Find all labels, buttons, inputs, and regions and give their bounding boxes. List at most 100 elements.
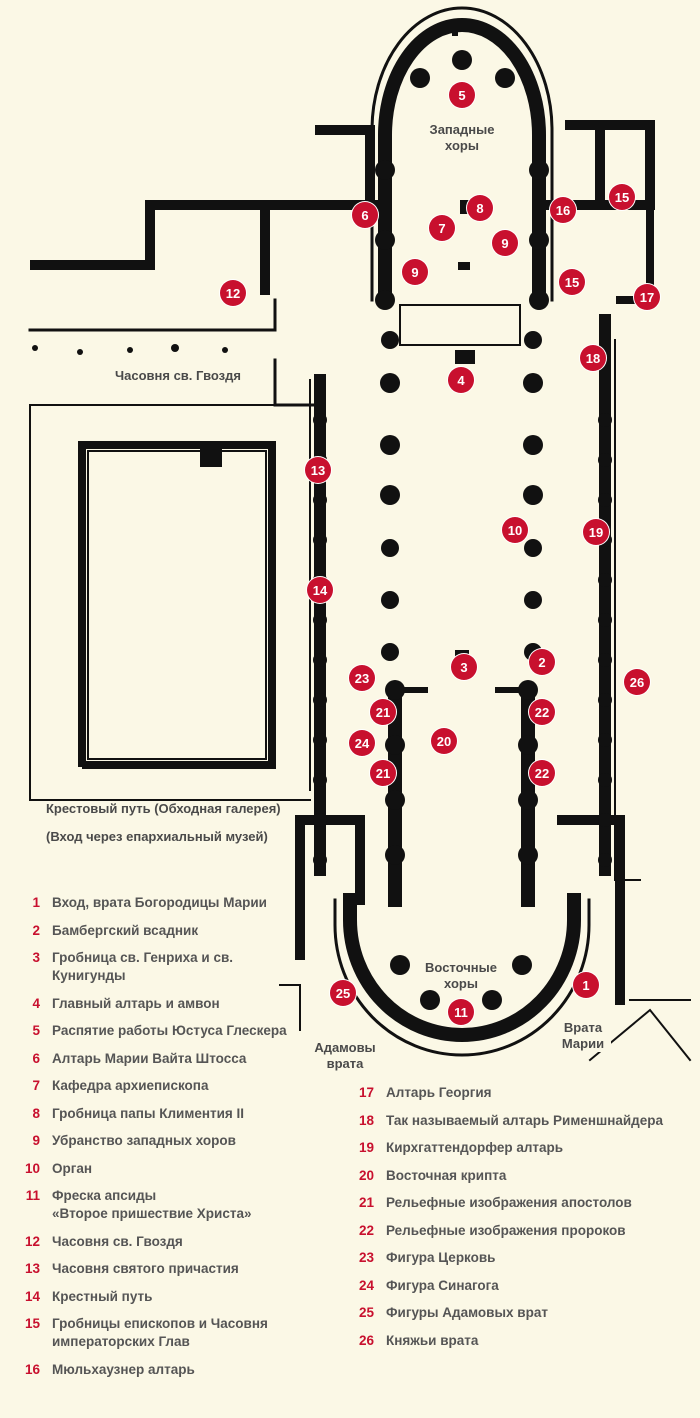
map-marker-18[interactable]: 18: [580, 345, 606, 371]
map-marker-7[interactable]: 7: [429, 215, 455, 241]
legend-number: 17: [358, 1085, 374, 1100]
legend-number: 1: [32, 895, 40, 910]
pillar: [524, 331, 542, 349]
legend-number: 22: [358, 1222, 374, 1238]
map-label-adam-gate: Адамовы врата: [312, 1040, 378, 1072]
pillar: [598, 613, 612, 627]
legend-text: Княжьи врата: [386, 1332, 479, 1348]
map-marker-22[interactable]: 22: [529, 699, 555, 725]
map-marker-10[interactable]: 10: [502, 517, 528, 543]
map-marker-9[interactable]: 9: [402, 259, 428, 285]
pillar: [482, 990, 502, 1010]
pillar: [518, 735, 538, 755]
map-marker-2[interactable]: 2: [529, 649, 555, 675]
map-marker-22[interactable]: 22: [529, 760, 555, 786]
map-marker-5[interactable]: 5: [449, 82, 475, 108]
pillar: [313, 693, 327, 707]
legend-number: 6: [32, 1050, 40, 1066]
map-marker-11[interactable]: 11: [448, 999, 474, 1025]
legend-number: 8: [32, 1105, 40, 1121]
legend-number: 9: [32, 1133, 40, 1148]
pillar: [523, 485, 543, 505]
pillar: [313, 773, 327, 787]
legend-text: Гробница св. Генриха и св. Кунигунды: [52, 950, 234, 983]
legend-number: 19: [358, 1140, 374, 1155]
pillar: [598, 453, 612, 467]
pillar: [313, 413, 327, 427]
pillar: [420, 990, 440, 1010]
pillar: [313, 813, 327, 827]
map-marker-14[interactable]: 14: [307, 577, 333, 603]
map-marker-3[interactable]: 3: [451, 654, 477, 680]
legend-item: 8 Гробница папы Климентия II: [12, 1105, 332, 1123]
legend-number: 10: [24, 1160, 40, 1176]
map-label-west-choir: Западные хоры: [420, 122, 504, 154]
map-marker-23[interactable]: 23: [349, 665, 375, 691]
map-marker-15[interactable]: 15: [559, 269, 585, 295]
pillar: [523, 435, 543, 455]
pillar: [518, 790, 538, 810]
map-label-east-choir: Восточные хоры: [425, 960, 497, 991]
legend-text: Гробница папы Климентия II: [52, 1105, 245, 1121]
map-marker-16[interactable]: 16: [550, 197, 576, 223]
map-marker-12[interactable]: 12: [220, 280, 246, 306]
map-label-cloister: Крестовый путь (Обходная галерея): [46, 801, 281, 817]
legend-text: Фигура Церковь: [386, 1250, 496, 1265]
legend-number: 7: [32, 1078, 40, 1093]
pillar: [518, 845, 538, 865]
pillar: [598, 693, 612, 707]
legend-text: Убранство западных хоров: [52, 1133, 236, 1148]
legend-text: Рельефные изображения апостолов: [386, 1195, 632, 1210]
pillar: [529, 230, 549, 250]
legend-item: 3 Гробница св. Генриха и св. Кунигунды: [12, 949, 332, 985]
pillar: [598, 573, 612, 587]
map-marker-20[interactable]: 20: [431, 728, 457, 754]
pillar: [313, 853, 327, 867]
legend-number: 5: [32, 1023, 40, 1038]
map-marker-25[interactable]: 25: [330, 980, 356, 1006]
map-marker-15[interactable]: 15: [609, 184, 635, 210]
legend-text: Мюльхаузнер алтарь: [52, 1361, 195, 1377]
pillar: [381, 643, 399, 661]
pillar: [410, 68, 430, 88]
pillar: [529, 290, 549, 310]
pillar: [598, 853, 612, 867]
map-marker-26[interactable]: 26: [624, 669, 650, 695]
legend-number: 25: [358, 1305, 374, 1320]
legend-number: 3: [32, 950, 40, 965]
map-marker-19[interactable]: 19: [583, 519, 609, 545]
map-marker-4[interactable]: 4: [448, 367, 474, 393]
map-marker-17[interactable]: 17: [634, 284, 660, 310]
legend-item: 23 Фигура Церковь: [346, 1249, 700, 1267]
map-marker-21[interactable]: 21: [370, 699, 396, 725]
legend-text: Вход, врата Богородицы Марии: [52, 895, 267, 910]
pillar: [381, 331, 399, 349]
pillar: [385, 680, 405, 700]
map-marker-13[interactable]: 13: [305, 457, 331, 483]
legend-text: Часовня святого причастия: [52, 1261, 239, 1276]
pillar: [390, 955, 410, 975]
legend-number: 23: [358, 1250, 374, 1265]
pillar: [375, 160, 395, 180]
map-marker-6[interactable]: 6: [352, 202, 378, 228]
map-marker-1[interactable]: 1: [573, 972, 599, 998]
map-marker-8[interactable]: 8: [467, 195, 493, 221]
legend-number: 14: [24, 1288, 40, 1304]
map-marker-21[interactable]: 21: [370, 760, 396, 786]
legend-text: Кафедра архиепископа: [52, 1078, 209, 1093]
map-marker-24[interactable]: 24: [349, 730, 375, 756]
legend-text: Фреска апсиды «Второе пришествие Христа»: [52, 1188, 252, 1221]
legend-text: Фигура Синагога: [386, 1277, 499, 1293]
map-marker-9[interactable]: 9: [492, 230, 518, 256]
pillar: [598, 413, 612, 427]
legend-text: Часовня св. Гвоздя: [52, 1233, 183, 1249]
legend-text: Так называемый алтарь Рименшнайдера: [386, 1112, 664, 1128]
